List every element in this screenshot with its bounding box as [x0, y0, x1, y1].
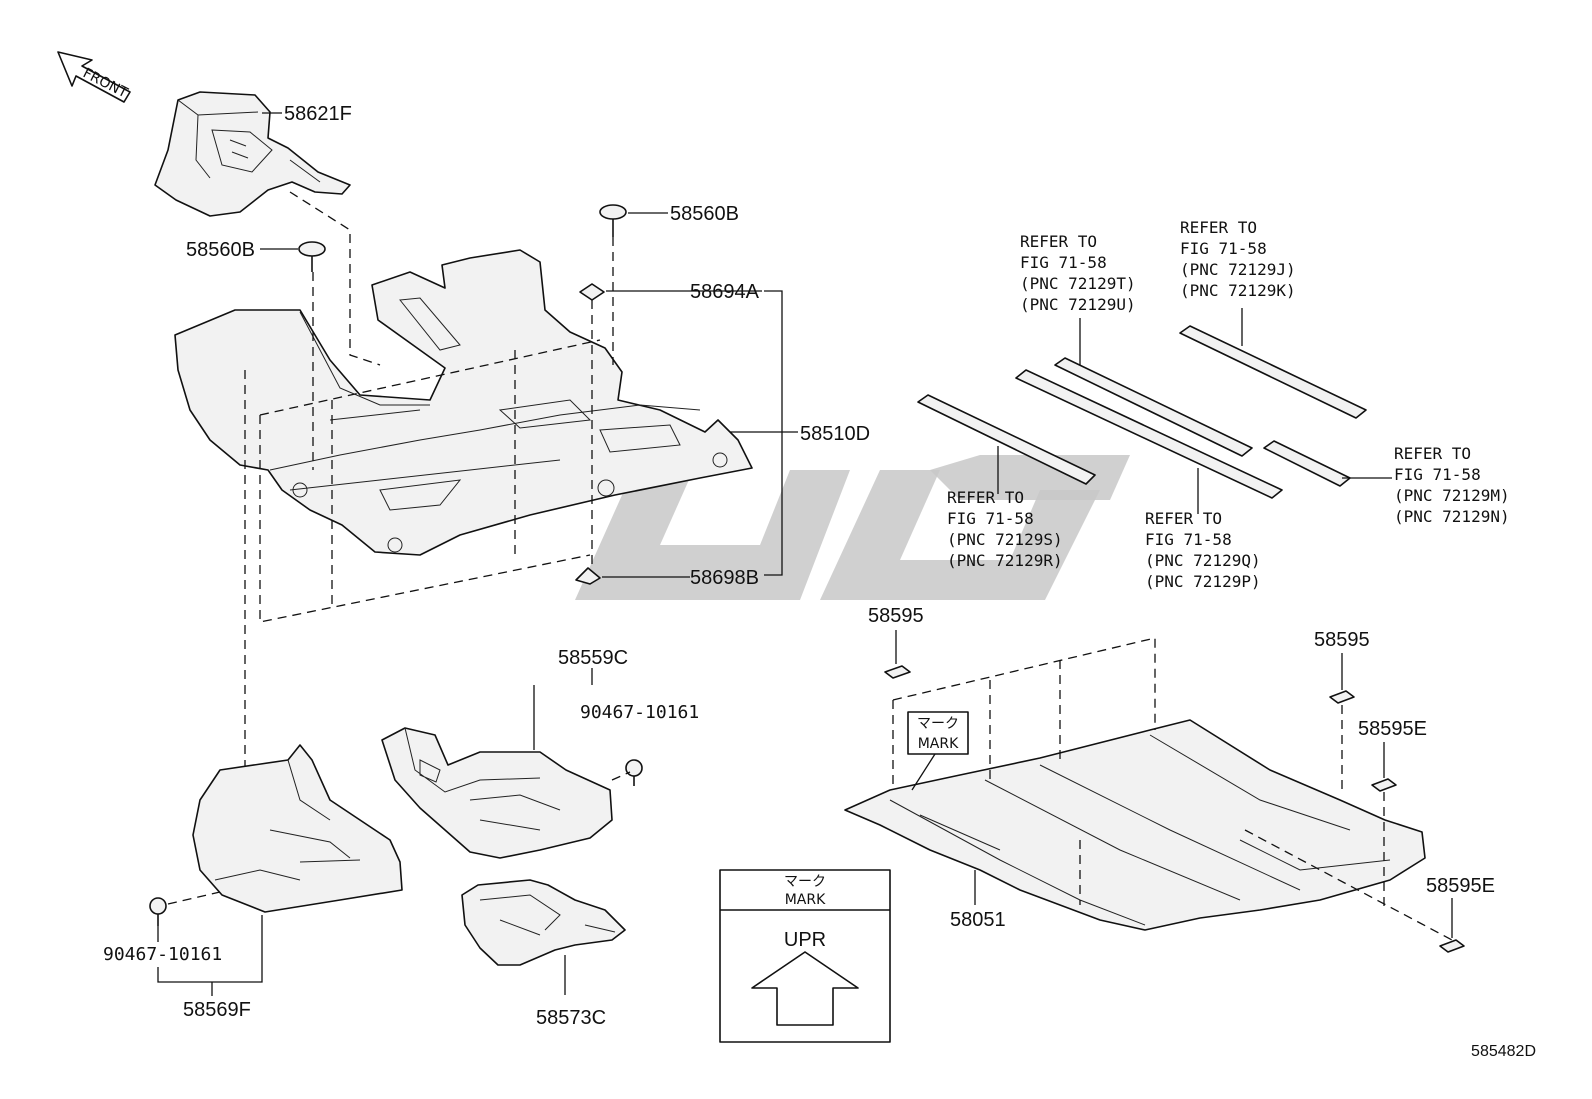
- front-arrow-icon: [57, 51, 131, 103]
- ref-SR: REFER TO FIG 71-58 (PNC 72129S) (PNC 721…: [947, 488, 1063, 570]
- svg-text:REFER TO: REFER TO: [1145, 509, 1222, 528]
- upr-arrow-icon: [751, 951, 859, 1026]
- dash-box-rear: [892, 637, 1453, 941]
- label-58569F: 58569F: [183, 999, 251, 1021]
- bracket-58510D: [764, 290, 783, 576]
- mark-tag: マーク MARK: [907, 711, 969, 791]
- figure-code: 585482D: [1471, 1043, 1536, 1060]
- svg-text:FIG 71-58: FIG 71-58: [1394, 465, 1481, 484]
- dash-90467-upper: [611, 771, 631, 781]
- watermark: [575, 455, 1130, 600]
- clip-58560B-right-drawing: [599, 204, 627, 237]
- svg-text:(PNC 72129R): (PNC 72129R): [947, 551, 1063, 570]
- dash-90467-lower: [167, 891, 221, 905]
- svg-text:(PNC 72129P): (PNC 72129P): [1145, 572, 1261, 591]
- part-58510D-drawing: [174, 249, 753, 556]
- pad-58595E-lower-drawing: [1439, 939, 1465, 953]
- mark-legend: マーク MARK UPR: [719, 869, 891, 1043]
- svg-text:REFER TO: REFER TO: [947, 488, 1024, 507]
- clip-58560B-left-drawing: [298, 241, 326, 272]
- part-58573C-drawing: [461, 879, 626, 966]
- ref-JK: REFER TO FIG 71-58 (PNC 72129J) (PNC 721…: [1180, 218, 1296, 300]
- svg-text:(PNC 72129U): (PNC 72129U): [1020, 295, 1136, 314]
- label-58560B-left: 58560B: [186, 239, 255, 261]
- mark-tag-en: MARK: [918, 736, 959, 752]
- svg-text:(PNC 72129T): (PNC 72129T): [1020, 274, 1136, 293]
- label-58573C: 58573C: [536, 1007, 606, 1029]
- label-58698B: 58698B: [690, 567, 759, 589]
- part-58569F-drawing: [192, 744, 403, 913]
- legend-mark-jp: マーク: [784, 874, 826, 890]
- ref-QP: REFER TO FIG 71-58 (PNC 72129Q) (PNC 721…: [1145, 509, 1261, 591]
- pad-58595E-upper-drawing: [1371, 778, 1397, 792]
- svg-text:(PNC 72129S): (PNC 72129S): [947, 530, 1063, 549]
- label-58595E-lower: 58595E: [1426, 875, 1495, 897]
- clip-58694A-drawing: [579, 283, 605, 301]
- bracket-58569F: [157, 915, 263, 983]
- dash-58621F: [289, 191, 381, 366]
- label-58621F: 58621F: [284, 103, 352, 125]
- label-58051: 58051: [950, 909, 1006, 931]
- label-58595-left: 58595: [868, 605, 924, 627]
- mark-tag-jp: マーク: [917, 716, 959, 732]
- dash-box-carpet: [244, 237, 614, 770]
- legend-upr: UPR: [784, 929, 826, 951]
- svg-text:(PNC 72129M): (PNC 72129M): [1394, 486, 1510, 505]
- svg-text:(PNC 72129J): (PNC 72129J): [1180, 260, 1296, 279]
- label-58560B-right: 58560B: [670, 203, 739, 225]
- legend-mark-en: MARK: [785, 892, 826, 908]
- label-90467-lower: 90467-10161: [103, 944, 222, 965]
- svg-text:FIG 71-58: FIG 71-58: [1020, 253, 1107, 272]
- pad-58595-right-drawing: [1329, 690, 1355, 704]
- svg-text:REFER TO: REFER TO: [1394, 444, 1471, 463]
- svg-text:REFER TO: REFER TO: [1020, 232, 1097, 251]
- svg-text:(PNC 72129K): (PNC 72129K): [1180, 281, 1296, 300]
- clip-58698B-drawing: [575, 567, 601, 585]
- label-58510D: 58510D: [800, 423, 870, 445]
- svg-text:FIG 71-58: FIG 71-58: [947, 509, 1034, 528]
- svg-text:REFER TO: REFER TO: [1180, 218, 1257, 237]
- svg-text:(PNC 72129N): (PNC 72129N): [1394, 507, 1510, 526]
- label-58595-right: 58595: [1314, 629, 1370, 651]
- label-58559C: 58559C: [558, 647, 628, 669]
- ref-MN: REFER TO FIG 71-58 (PNC 72129M) (PNC 721…: [1394, 444, 1510, 526]
- ref-TU: REFER TO FIG 71-58 (PNC 72129T) (PNC 721…: [1020, 232, 1136, 314]
- part-58559C-drawing: [381, 727, 613, 859]
- label-58694A: 58694A: [690, 281, 760, 303]
- label-58595E-upper: 58595E: [1358, 718, 1427, 740]
- svg-text:FIG 71-58: FIG 71-58: [1180, 239, 1267, 258]
- trim-strips-drawing: [917, 325, 1367, 499]
- pad-58595-left-drawing: [884, 665, 911, 679]
- svg-text:(PNC 72129Q): (PNC 72129Q): [1145, 551, 1261, 570]
- label-90467-upper: 90467-10161: [580, 702, 699, 723]
- front-label: FRONT: [80, 65, 130, 101]
- svg-text:FIG 71-58: FIG 71-58: [1145, 530, 1232, 549]
- bolt-90467-lower-drawing: [149, 897, 167, 926]
- part-58621F-drawing: [154, 91, 351, 217]
